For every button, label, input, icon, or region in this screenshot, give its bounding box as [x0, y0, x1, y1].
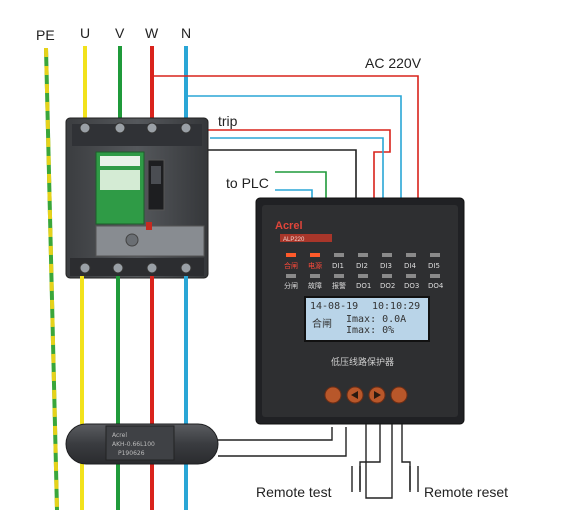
indicator-label-bottom: DO3 [404, 282, 419, 290]
indicator-label-bottom: 分闸 [284, 281, 298, 290]
supply-label: AC 220V [365, 55, 422, 71]
indicator-label-bottom: DO2 [380, 282, 395, 290]
circuit-breaker [65, 117, 209, 279]
button-enter[interactable] [390, 386, 408, 404]
indicator-led-bottom [406, 274, 416, 278]
indicator-led-bottom [286, 274, 296, 278]
ct-brand: Acrel [112, 432, 127, 439]
trip-label: trip [218, 113, 238, 129]
indicator-label-top: 电源 [308, 261, 322, 270]
lcd-screen [304, 296, 430, 342]
supply-wiring [152, 75, 419, 198]
indicator-label-top: DI2 [356, 262, 368, 270]
indicator-label-top: DI3 [380, 262, 392, 270]
indicator-led-top [334, 253, 344, 257]
indicator-row: 合闸 电源 DI1 DI2 DI3 DI4 DI5 分闸 故障 报警 DO1 DO2 DO3 DO4 [284, 253, 444, 290]
indicator-led-bottom [310, 274, 320, 278]
right-arrow-icon [374, 391, 381, 399]
pe-wire [44, 47, 59, 511]
lcd-row1: Imax: 0.0A [346, 314, 406, 325]
indicator-label-top: 合闸 [284, 261, 298, 270]
remote-test-label: Remote test [256, 484, 332, 500]
indicator-led-bottom [430, 274, 440, 278]
plc-label: to PLC [226, 175, 269, 191]
indicator-label-bottom: 报警 [332, 281, 346, 290]
lcd-row2: Imax: 0% [346, 325, 394, 336]
line-label-w: W [145, 25, 159, 41]
indicator-led-top [286, 253, 296, 257]
indicator-label-top: DI1 [332, 262, 344, 270]
ct-serial: P190626 [118, 450, 145, 457]
indicator-label-bottom: DO4 [428, 282, 444, 290]
protector-device: Acrel ALP220 合闸 电源 DI1 DI2 DI3 DI4 DI5 分闸 故障 报警 DO… [255, 197, 465, 425]
current-transformer: Acrel AKH-0.66L100 P190626 [65, 423, 219, 465]
remote-reset-label: Remote reset [424, 484, 508, 500]
line-label-n: N [181, 25, 191, 41]
lcd-state: 合闸 [312, 317, 332, 330]
indicator-led-bottom [334, 274, 344, 278]
indicator-led-top [430, 253, 440, 257]
line-label-v: V [115, 25, 125, 41]
product-name: 低压线路保护器 [331, 356, 394, 368]
indicator-label-bottom: DO1 [356, 282, 371, 290]
indicator-label-top: DI4 [404, 262, 416, 270]
indicator-led-top [310, 253, 320, 257]
lcd-date: 14-08-19 [310, 301, 358, 312]
indicator-led-bottom [358, 274, 368, 278]
indicator-label-top: DI5 [428, 262, 440, 270]
ct-model: AKH-0.66L100 [112, 441, 155, 448]
indicator-led-bottom [382, 274, 392, 278]
remote-wiring [351, 424, 419, 499]
ct-wiring [218, 427, 347, 457]
device-brand: Acrel [275, 220, 303, 232]
indicator-label-bottom: 故障 [308, 281, 322, 290]
indicator-led-top [382, 253, 392, 257]
indicator-led-top [406, 253, 416, 257]
line-label-pe: PE [36, 27, 55, 43]
button-menu[interactable] [324, 386, 342, 404]
line-label-u: U [80, 25, 90, 41]
lcd-time: 10:10:29 [372, 301, 420, 312]
device-model: ALP220 [283, 237, 305, 243]
indicator-led-top [358, 253, 368, 257]
left-arrow-icon [351, 391, 358, 399]
